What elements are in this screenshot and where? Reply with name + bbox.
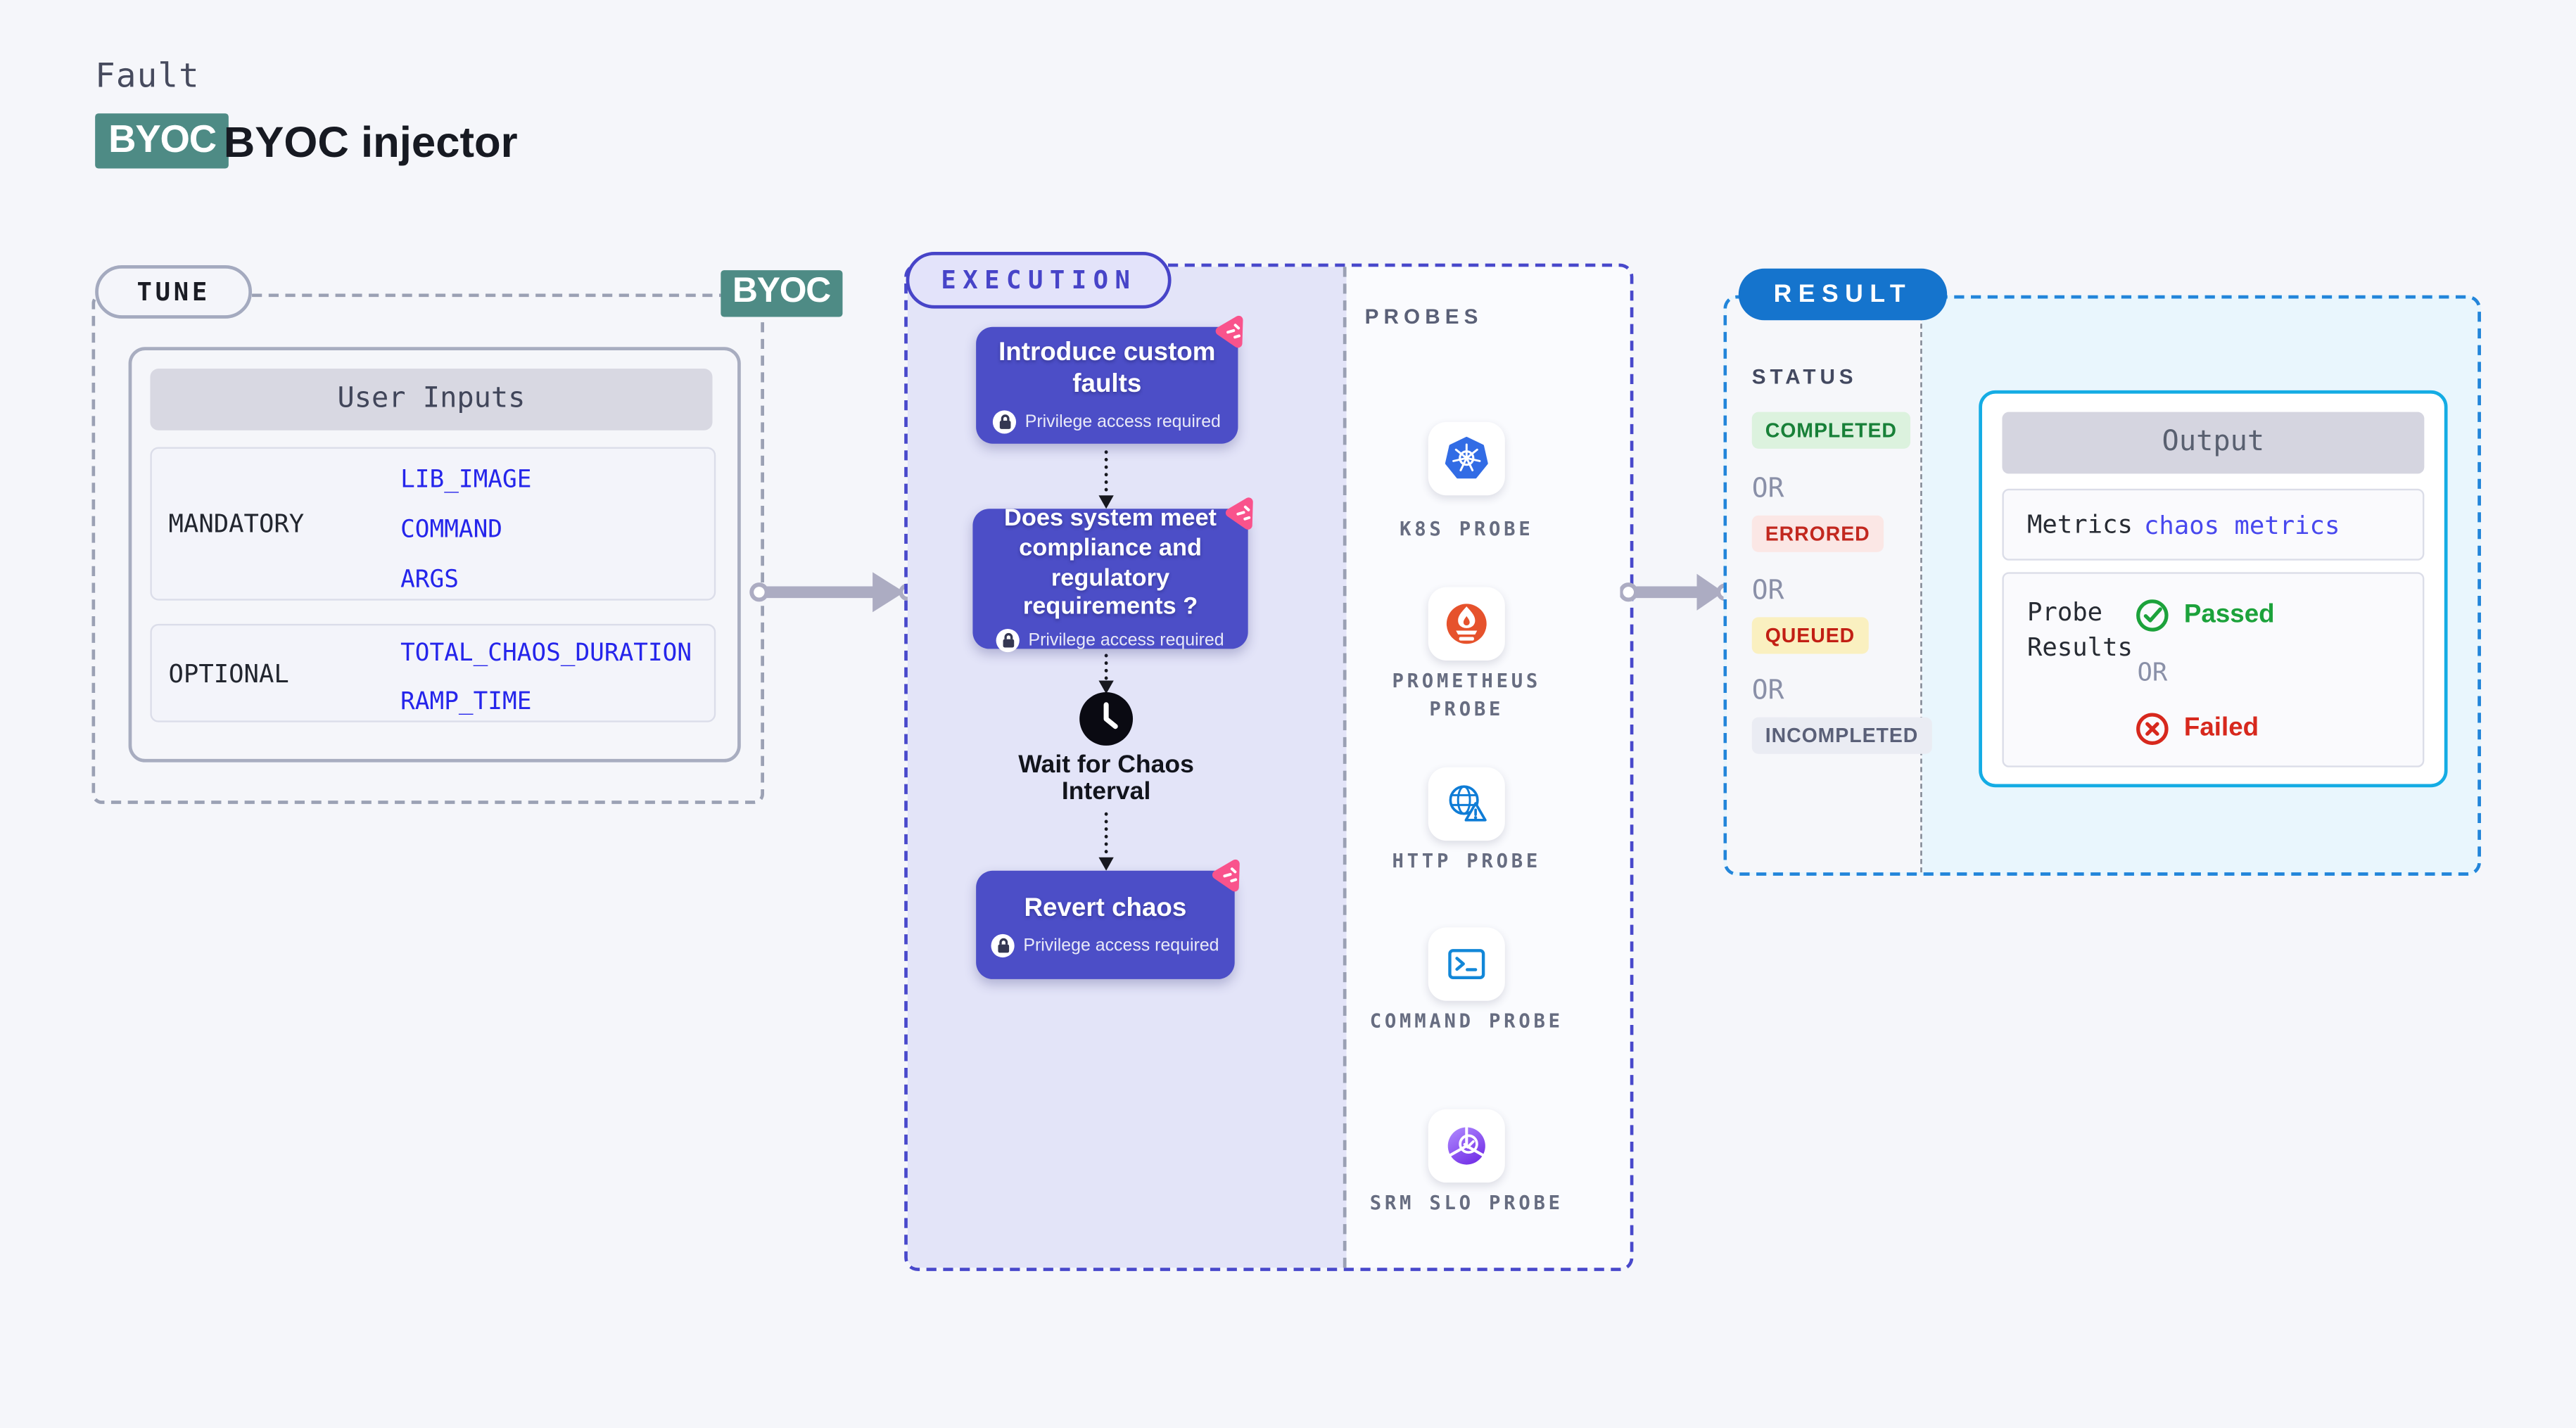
node-compliance-check: Does system meet compliance and regulato… — [972, 497, 1253, 653]
node-title: Revert chaos — [1024, 893, 1187, 923]
metrics-label: Metrics — [2027, 509, 2133, 539]
user-inputs-header: User Inputs — [150, 369, 713, 431]
mandatory-values: LIB_IMAGE COMMAND ARGS — [400, 449, 531, 597]
status-badge-queued: QUEUED — [1751, 617, 1869, 654]
probe-card-command — [1428, 927, 1505, 1001]
privilege-label: Privilege access required — [1024, 412, 1221, 433]
execution-section — [904, 263, 1634, 1271]
passed-label: Passed — [2183, 600, 2275, 629]
lock-icon — [991, 933, 1015, 958]
chaos-fault-icon — [1215, 315, 1243, 348]
page-title: BYOC injector — [223, 116, 518, 167]
srm-slo-icon — [1447, 1126, 1485, 1165]
privilege-label: Privilege access required — [1023, 936, 1219, 956]
output-header: Output — [2002, 412, 2425, 474]
input-value: LIB_IMAGE — [400, 466, 532, 494]
or-separator: OR — [1751, 673, 1784, 706]
byoc-logo-badge: BYOC — [95, 113, 229, 169]
failed-result: Failed — [2134, 710, 2259, 747]
probe-label-srm-slo: SRM SLO PROBE — [1369, 1191, 1563, 1215]
input-value: ARGS — [400, 567, 459, 594]
fault-kicker: Fault — [95, 55, 200, 96]
tune-section — [91, 293, 765, 804]
optional-values: TOTAL_CHAOS_DURATION RAMP_TIME — [400, 625, 692, 719]
input-value: RAMP_TIME — [400, 689, 532, 716]
row-label: MANDATORY — [168, 509, 305, 539]
status-badge-incompleted: INCOMPLETED — [1751, 717, 1932, 754]
node-title: Introduce custom faults — [998, 338, 1216, 399]
node-revert-chaos: Revert chaos Privilege access required — [976, 859, 1240, 979]
http-globe-icon — [1449, 785, 1487, 822]
lane-divider — [1343, 267, 1347, 1268]
privilege-label: Privilege access required — [1028, 630, 1224, 651]
probe-results-row: Probe Results Passed OR Failed — [2002, 572, 2425, 767]
metrics-value: chaos metrics — [2143, 509, 2340, 540]
input-value: TOTAL_CHAOS_DURATION — [400, 640, 692, 668]
status-heading: STATUS — [1751, 365, 1858, 389]
flow-connector-icon — [1098, 812, 1114, 871]
probe-label-k8s: K8S PROBE — [1400, 517, 1534, 541]
result-pill: RESULT — [1738, 268, 1947, 321]
probe-card-srm-slo — [1428, 1109, 1505, 1183]
clock-icon — [1079, 692, 1134, 746]
status-lane — [1727, 298, 1922, 873]
flow-connector-icon — [1098, 450, 1114, 509]
privilege-badge: Privilege access required — [991, 933, 1219, 958]
chaos-fault-icon — [1212, 859, 1240, 892]
flow-arrow-icon — [749, 572, 916, 613]
user-inputs-card: User Inputs MANDATORY LIB_IMAGE COMMAND … — [128, 347, 741, 763]
lock-icon — [996, 629, 1020, 653]
prometheus-icon — [1446, 604, 1487, 644]
status-badge-completed: COMPLETED — [1751, 412, 1910, 449]
row-label: OPTIONAL — [168, 658, 289, 689]
probe-label-http: HTTP PROBE — [1392, 848, 1542, 873]
lane-divider — [1920, 298, 1922, 873]
mandatory-row: MANDATORY LIB_IMAGE COMMAND ARGS — [150, 447, 716, 601]
failed-x-icon — [2136, 713, 2169, 745]
flow-arrow-icon — [1620, 573, 1734, 611]
metrics-row: Metrics chaos metrics — [2002, 488, 2425, 561]
optional-row: OPTIONAL TOTAL_CHAOS_DURATION RAMP_TIME — [150, 623, 716, 722]
or-separator: OR — [2137, 657, 2168, 687]
tune-pill: TUNE — [95, 265, 253, 319]
privilege-badge: Privilege access required — [993, 410, 1221, 434]
output-card: Output Metrics chaos metrics Probe Resul… — [1979, 390, 2448, 788]
chaos-fault-icon — [1225, 497, 1253, 530]
tune-byoc-badge: BYOC — [721, 270, 842, 317]
passed-result: Passed — [2134, 597, 2275, 634]
or-separator: OR — [1751, 472, 1784, 504]
probes-heading: PROBES — [1364, 305, 1483, 329]
or-separator: OR — [1751, 573, 1784, 606]
execution-pill: EXECUTION — [906, 252, 1172, 309]
probe-card-prometheus — [1428, 587, 1505, 661]
failed-label: Failed — [2183, 713, 2259, 743]
flow-connector-icon — [1098, 654, 1114, 694]
wait-for-chaos-label: Wait for Chaos Interval — [1018, 751, 1194, 806]
probe-card-k8s — [1428, 421, 1505, 496]
probe-label-command: COMMAND PROBE — [1369, 1009, 1563, 1033]
lock-icon — [993, 410, 1017, 434]
node-title: Does system meet compliance and regulato… — [1004, 505, 1217, 621]
privilege-badge: Privilege access required — [996, 629, 1224, 653]
input-value: COMMAND — [400, 517, 502, 544]
terminal-icon — [1448, 949, 1485, 979]
probe-card-http — [1428, 767, 1505, 841]
passed-check-icon — [2136, 599, 2169, 632]
status-badge-errored: ERRORED — [1751, 515, 1884, 552]
probe-label-prometheus: PROMETHEUS PROBE — [1392, 668, 1542, 721]
node-introduce-custom-faults: Introduce custom faults Privilege access… — [976, 315, 1243, 444]
probe-results-label: Probe Results — [2027, 597, 2133, 663]
kubernetes-icon — [1445, 436, 1488, 479]
